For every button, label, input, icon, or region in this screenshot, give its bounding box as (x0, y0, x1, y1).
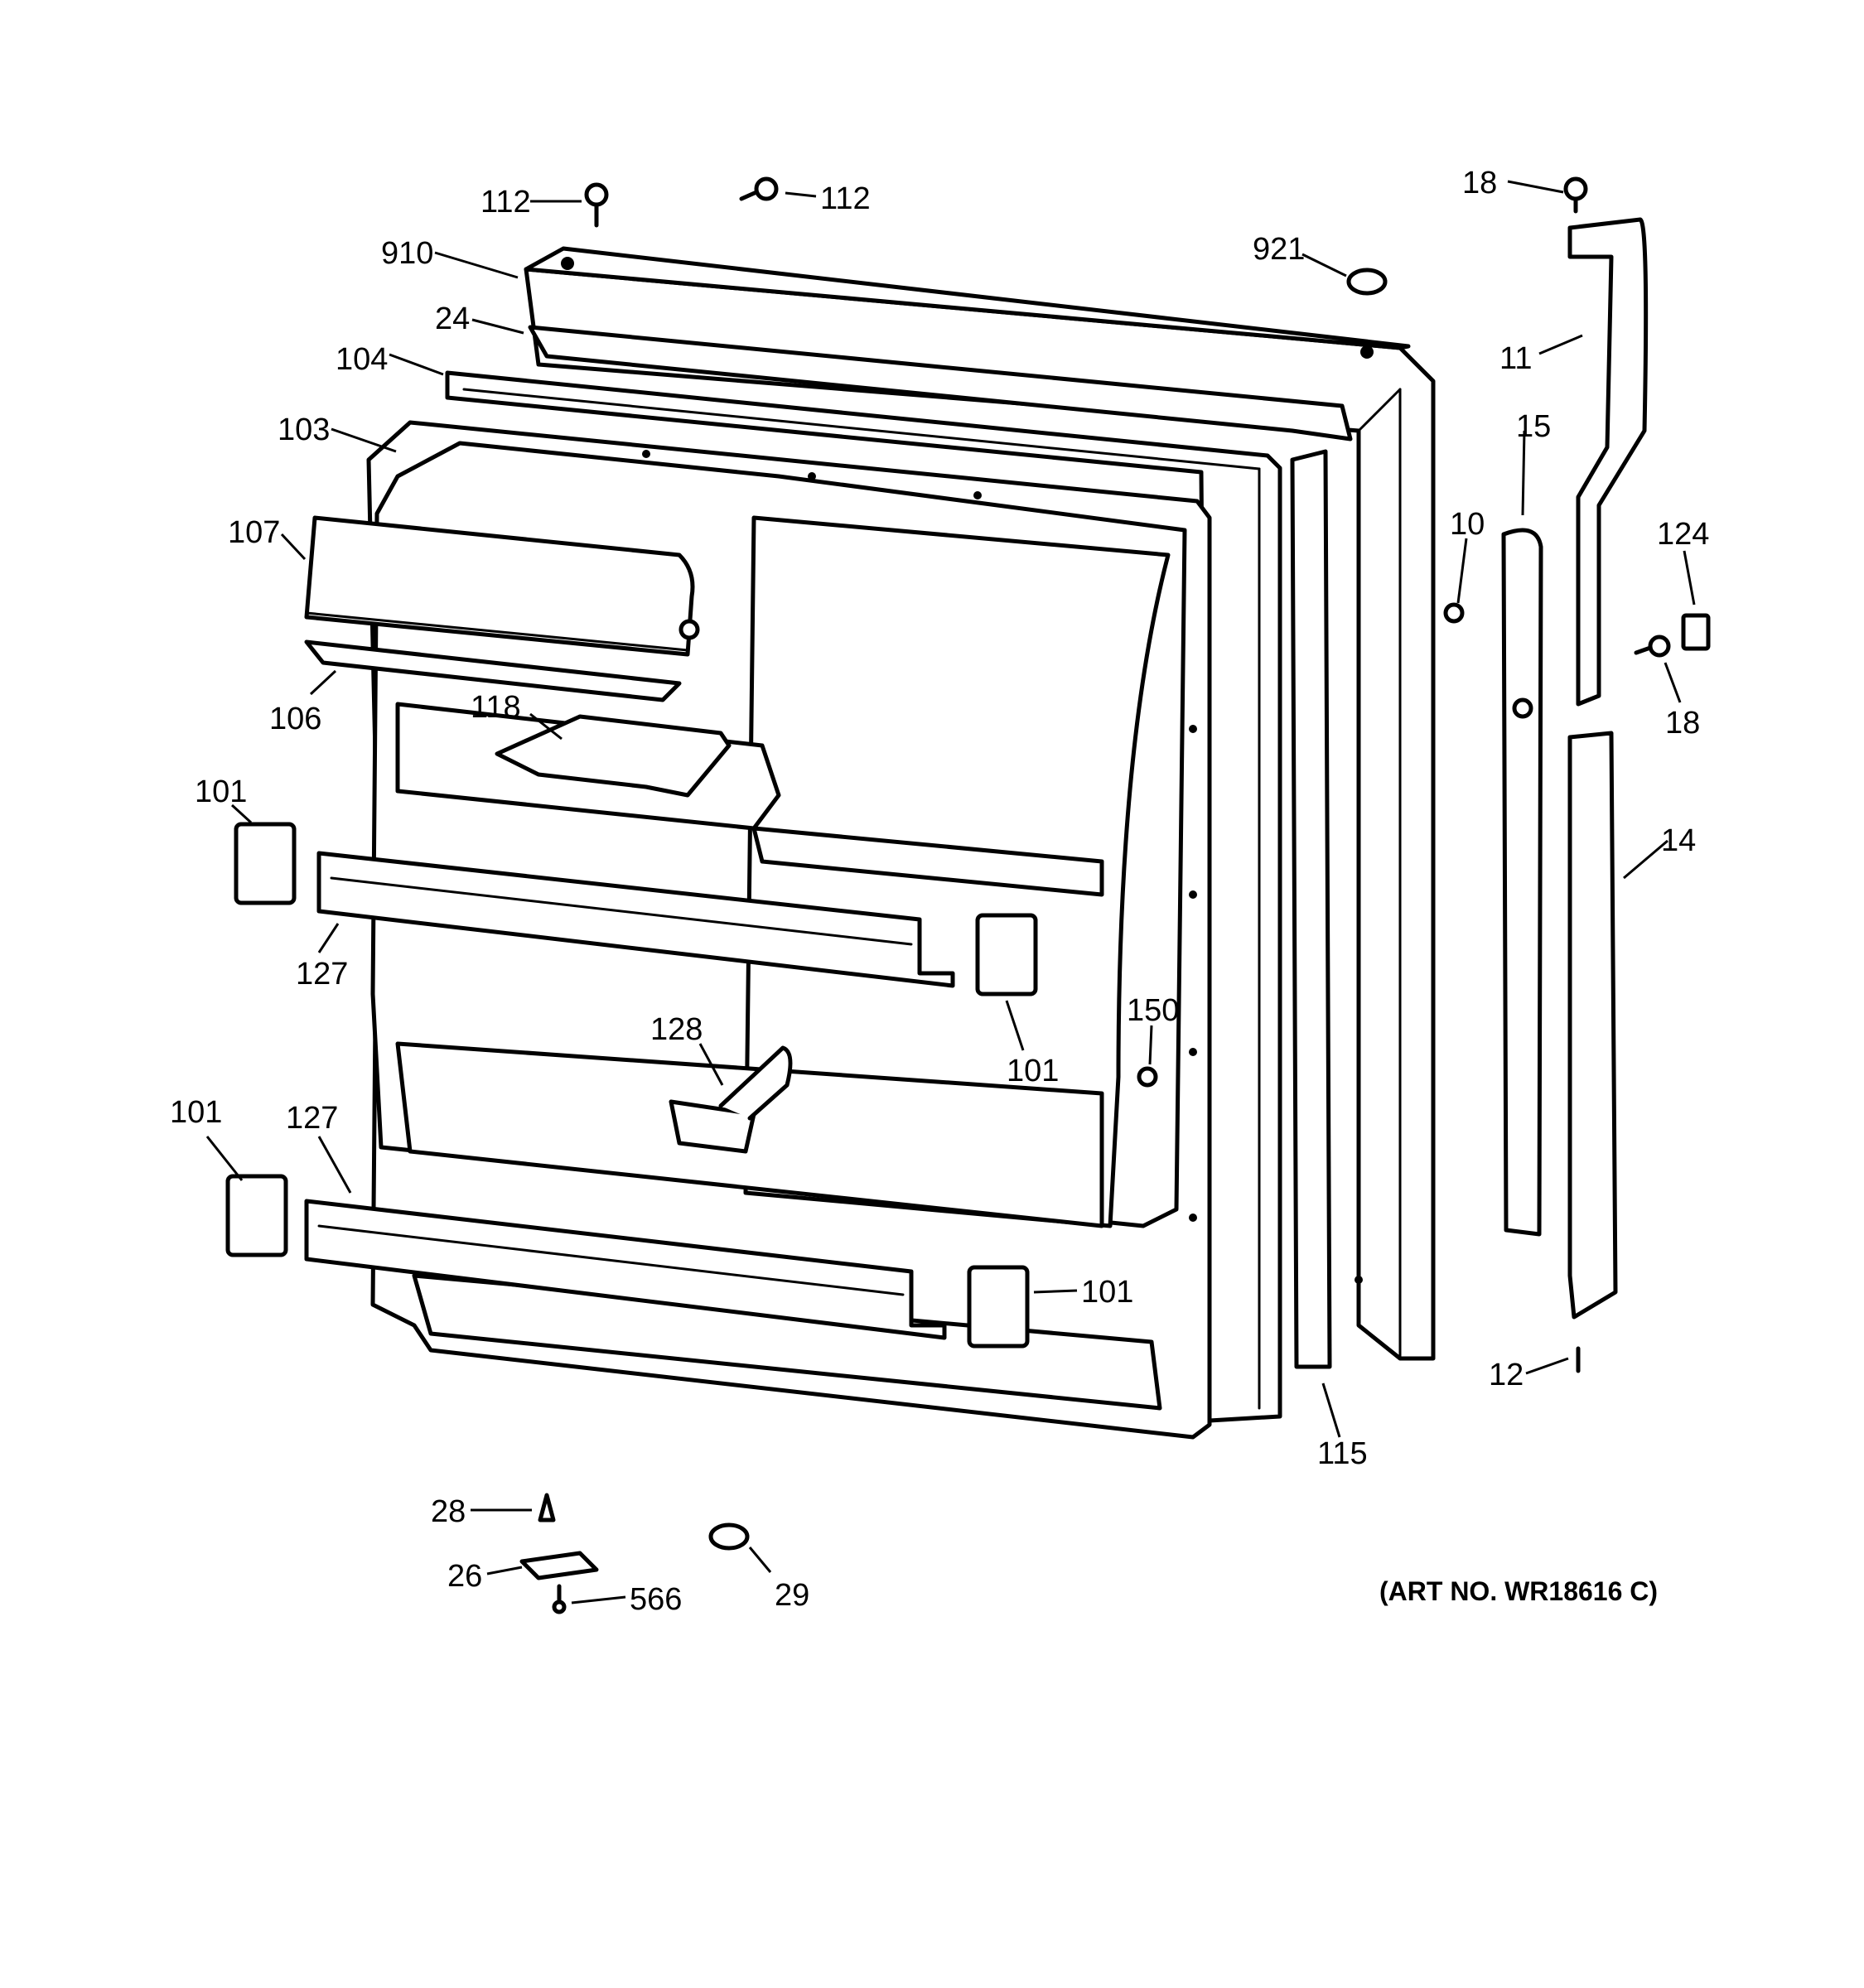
handle-lower (1567, 731, 1618, 1320)
screw-112-right (739, 176, 779, 201)
callout-18-side: 18 (1665, 706, 1700, 741)
end-cap-upper-right (975, 913, 1038, 996)
callout-101-upper-right: 101 (1007, 1054, 1059, 1088)
callout-104: 104 (336, 342, 388, 377)
handle-cap (1681, 613, 1711, 651)
callout-910: 910 (381, 236, 433, 271)
callout-106: 106 (269, 702, 321, 736)
callout-921: 921 (1253, 232, 1305, 267)
leader-lines (205, 180, 1696, 1604)
end-cap-lower-right (967, 1265, 1030, 1349)
callout-127-lower: 127 (286, 1101, 338, 1136)
callout-103: 103 (278, 413, 330, 447)
callout-118: 118 (471, 690, 521, 725)
upper-shelf-bar (316, 851, 955, 988)
callout-101-lower-right: 101 (1081, 1275, 1133, 1310)
callout-18-top: 18 (1462, 166, 1497, 200)
grommet-29 (708, 1522, 750, 1551)
callout-115: 115 (1317, 1436, 1368, 1471)
callout-566: 566 (630, 1582, 682, 1617)
end-cap-lower-left (225, 1174, 288, 1257)
end-cap-upper-left (234, 822, 297, 905)
lower-shelf-bar (304, 1199, 947, 1340)
outer-door-panel (524, 246, 1436, 1361)
screw-150 (1137, 1066, 1158, 1088)
callout-11: 11 (1499, 341, 1532, 376)
door-frame-channel (528, 325, 1353, 442)
callout-101-lower-left: 101 (170, 1095, 222, 1130)
callout-150: 150 (1127, 993, 1179, 1028)
callout-15: 15 (1516, 409, 1551, 444)
screw-566 (552, 1584, 567, 1614)
screw-112-left (584, 182, 609, 228)
screw-18-side (1634, 635, 1671, 658)
callout-112-left: 112 (480, 185, 531, 220)
callout-12: 12 (1489, 1358, 1524, 1392)
gasket-strip (1290, 449, 1332, 1369)
handle-trim (1501, 528, 1543, 1237)
callout-128: 128 (650, 1012, 703, 1047)
pin-28 (538, 1493, 556, 1522)
screw-10 (1443, 602, 1465, 624)
callout-labels: 112 112 910 24 104 103 107 106 118 101 1… (170, 166, 1709, 1617)
callout-10: 10 (1450, 507, 1485, 542)
callout-29: 29 (775, 1578, 809, 1613)
art-number: (ART NO. WR18616 C) (1379, 1576, 1658, 1606)
callout-112-right: 112 (820, 181, 871, 216)
callout-26: 26 (447, 1559, 482, 1594)
callout-28: 28 (431, 1494, 466, 1529)
egg-tray (495, 714, 732, 798)
hole-plug (1346, 268, 1388, 296)
callout-24: 24 (435, 302, 470, 336)
callout-101-upper-left: 101 (195, 774, 247, 809)
door-gasket (445, 370, 1282, 1423)
callout-14: 14 (1661, 823, 1696, 858)
dairy-door (304, 515, 700, 657)
shelf-retainer-clip (669, 1045, 793, 1154)
dairy-compartment-base (304, 639, 682, 702)
callout-107: 107 (228, 515, 280, 550)
callout-127-upper: 127 (296, 957, 348, 992)
callout-124: 124 (1657, 517, 1709, 552)
handle-upper (1567, 217, 1649, 707)
hinge-plate-26 (519, 1551, 599, 1580)
screw-18-top (1563, 176, 1588, 214)
